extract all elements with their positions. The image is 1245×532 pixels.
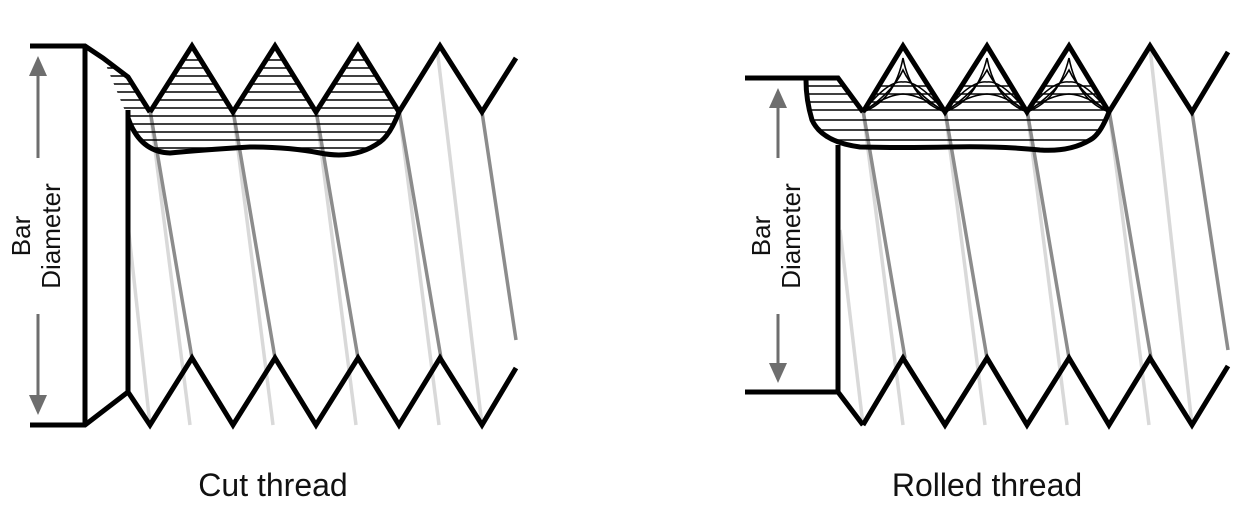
arrow-up-icon — [29, 56, 47, 76]
helix-dark-line — [480, 111, 518, 341]
helix-dark-line — [231, 109, 277, 359]
helix-light-line — [1025, 109, 1069, 426]
cut-thread-top-teeth — [147, 41, 519, 117]
arrow-up-icon — [769, 88, 787, 108]
rolled-thread-caption: Rolled thread — [892, 467, 1082, 503]
helix-light-line — [1148, 47, 1194, 426]
helix-light-line — [231, 109, 275, 426]
cut-thread-figure: Bar Diameter Cut thread — [6, 41, 519, 503]
rolled-thread-bottom-shoulder — [745, 389, 865, 427]
cut-bar-diameter-dimension: Bar Diameter — [6, 56, 66, 415]
helix-light-line — [126, 224, 152, 426]
cut-dimension-label-line1: Bar — [6, 215, 36, 256]
helix-dark-line — [943, 109, 989, 359]
helix-light-line — [435, 47, 484, 426]
rolled-thread-outline — [745, 41, 1231, 430]
rolled-thread-hatch — [806, 57, 1109, 141]
rolled-thread-bottom-teeth — [860, 353, 1231, 430]
helix-light-line — [397, 109, 441, 426]
cut-thread-outline — [30, 41, 519, 430]
helix-dark-line — [397, 109, 443, 359]
helix-light-line — [1107, 109, 1151, 426]
cut-thread-material-boundary — [125, 111, 402, 158]
helix-dark-line — [861, 109, 907, 359]
cut-dimension-label-line2: Diameter — [36, 183, 66, 289]
helix-light-line — [148, 109, 192, 426]
arrow-down-icon — [769, 363, 787, 383]
helix-dark-line — [1107, 109, 1153, 359]
rolled-dimension-label-line1: Bar — [746, 215, 776, 256]
rolled-thread-material-boundary — [803, 79, 1112, 153]
cut-thread-top-chamfer — [30, 43, 153, 114]
rolled-bar-diameter-dimension: Bar Diameter — [746, 88, 806, 383]
rolled-thread-figure: Bar Diameter Rolled thread — [745, 41, 1231, 503]
rolled-thread-top-shoulder — [745, 75, 866, 114]
arrow-down-icon — [29, 395, 47, 415]
helix-light-line — [943, 109, 987, 426]
helix-light-line — [861, 109, 905, 426]
cut-thread-bottom-chamfer — [30, 390, 130, 428]
rolled-dimension-label-line2: Diameter — [776, 183, 806, 289]
cut-thread-bottom-teeth — [125, 353, 519, 430]
helix-light-line — [838, 229, 865, 426]
helix-dark-line — [1190, 111, 1230, 351]
rolled-thread-top-teeth — [860, 41, 1231, 117]
cut-thread-caption: Cut thread — [198, 467, 347, 503]
